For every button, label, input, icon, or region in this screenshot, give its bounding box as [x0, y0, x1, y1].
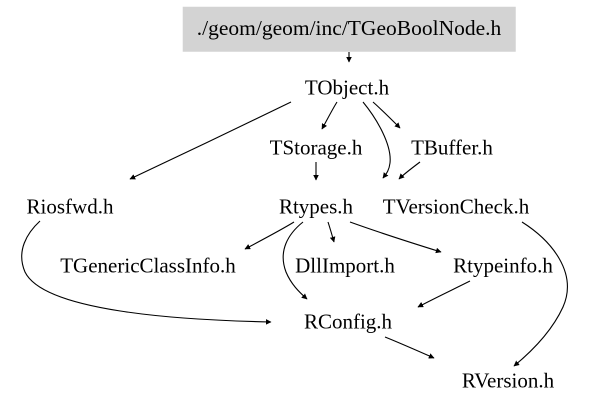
- edge-rtypeinfo-to-rconfig: [417, 280, 471, 308]
- edge-rtypes-to-tgenericclassinfo: [244, 221, 295, 250]
- graph-node-rtypes[interactable]: Rtypes.h: [278, 194, 354, 219]
- graph-node-tobject[interactable]: TObject.h: [304, 75, 390, 100]
- graph-node-tgenericclassinfo[interactable]: TGenericClassInfo.h: [60, 253, 236, 278]
- edge-tobject-to-riosfwd: [129, 101, 292, 180]
- graph-node-rversion[interactable]: RVersion.h: [461, 368, 555, 393]
- graph-node-rtypeinfo[interactable]: Rtypeinfo.h: [453, 253, 553, 278]
- edge-rtypes-to-dllimport: [327, 221, 336, 243]
- edge-rconfig-to-rversion: [384, 336, 435, 359]
- edge-tobject-to-rtypes: [362, 101, 391, 179]
- graph-node-tversioncheck[interactable]: TVersionCheck.h: [382, 194, 530, 219]
- graph-node-riosfwd[interactable]: Riosfwd.h: [26, 194, 114, 219]
- edge-rtypes-to-rtypeinfo: [349, 221, 442, 254]
- graph-node-tstorage[interactable]: TStorage.h: [269, 135, 363, 160]
- graph-node-tbuffer[interactable]: TBuffer.h: [411, 135, 493, 160]
- edge-tversioncheck-to-rversion: [513, 221, 568, 367]
- edge-rtypes-to-rconfig: [282, 221, 308, 300]
- edge-riosfwd-to-rconfig: [21, 220, 272, 325]
- graph-node-root[interactable]: ./geom/geom/inc/TGeoBoolNode.h: [182, 6, 516, 52]
- edge-tbuffer-to-tversioncheck: [398, 161, 421, 180]
- graph-node-dllimport[interactable]: DllImport.h: [295, 253, 395, 278]
- graph-node-rconfig[interactable]: RConfig.h: [303, 309, 393, 334]
- edge-tobject-to-tbuffer: [372, 101, 401, 129]
- edge-tobject-to-tstorage: [321, 101, 338, 130]
